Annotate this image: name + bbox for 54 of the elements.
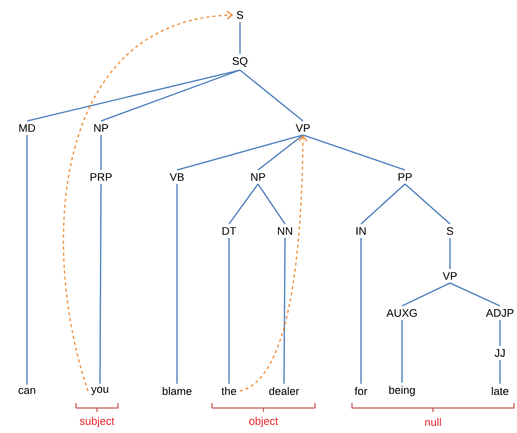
tree-branch: [450, 282, 500, 307]
tree-branch: [26, 69, 240, 122]
constituent-label: NP: [94, 124, 108, 132]
tree-branch: [257, 184, 286, 224]
word-label: for: [354, 386, 368, 396]
constituent-label: VB: [170, 173, 184, 181]
word-label: can: [18, 388, 36, 394]
tree-branch: [499, 320, 501, 346]
constituent-label: VP: [296, 124, 310, 132]
tree-branch: [302, 134, 406, 171]
constituent-label: JJ: [494, 349, 505, 357]
word-label: dealer: [269, 386, 300, 396]
arrow: [62, 10, 234, 392]
tree-branch: [402, 282, 450, 306]
arrow: [240, 134, 308, 392]
tree-branch: [26, 134, 28, 385]
bracket-label: null: [425, 418, 441, 426]
tree-branch: [228, 184, 259, 224]
tree-branch: [499, 360, 501, 384]
tree-branch: [360, 238, 362, 384]
tree-branch: [360, 184, 406, 224]
tree-branch: [99, 184, 102, 384]
constituent-label: S: [446, 227, 454, 235]
tree-branch: [239, 22, 241, 54]
tree-branch: [449, 238, 451, 269]
constituent-label: ADJP: [486, 309, 514, 317]
tree-branch: [100, 69, 240, 122]
constituent-label: SQ: [232, 57, 248, 67]
word-label: blame: [162, 386, 192, 396]
tree-branch: [401, 320, 403, 383]
constituent-label: S: [236, 11, 244, 19]
constituent-label: MD: [19, 124, 36, 132]
constituent-label: VP: [442, 272, 457, 280]
constituent-label: AUXG: [386, 309, 417, 317]
constituent-label: NN: [278, 227, 292, 235]
word-label: late: [492, 386, 508, 396]
constituent-label: PRP: [90, 173, 112, 181]
tree-branch: [100, 134, 102, 170]
bracket-label: object: [249, 416, 278, 428]
tree-branch: [283, 238, 286, 384]
bracket-label: subject: [80, 416, 114, 428]
constituent-label: IN: [356, 227, 366, 235]
tree-branch: [176, 134, 304, 171]
tree-branch: [404, 184, 450, 224]
tree-branch: [240, 70, 304, 122]
constituent-label: NP: [251, 173, 266, 181]
word-label: you: [91, 386, 108, 396]
constituent-label: DT: [222, 227, 236, 235]
tree-branch: [176, 184, 178, 384]
word-label: being: [389, 386, 415, 396]
word-label: the: [222, 386, 236, 396]
constituent-label: PP: [398, 173, 412, 181]
tree-branch: [228, 238, 230, 384]
tree-branch: [258, 134, 304, 171]
